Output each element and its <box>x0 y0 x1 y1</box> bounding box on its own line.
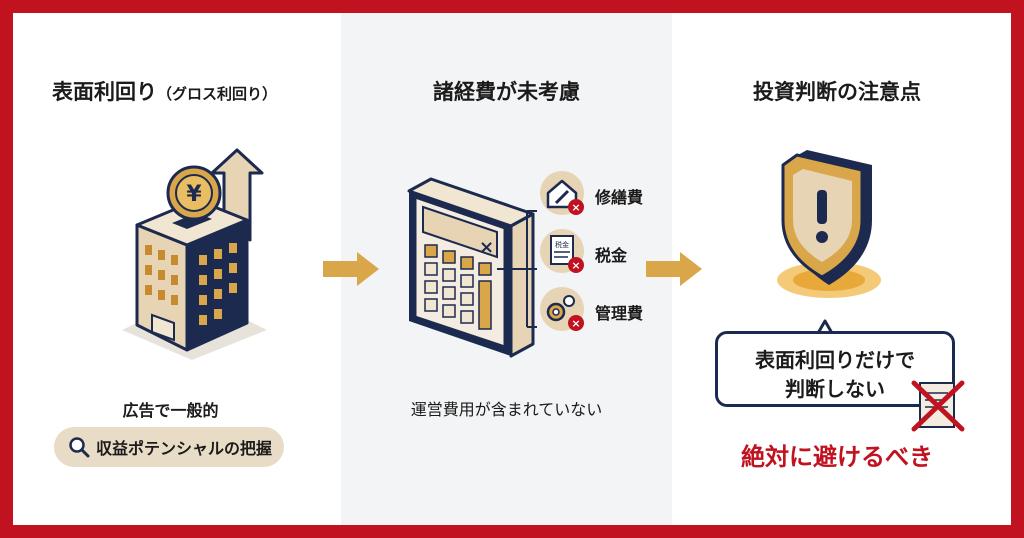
section-expenses-ignored: 諸経費が未考慮 × × 修繕費 <box>341 13 672 525</box>
shield-warning-icon <box>777 150 881 298</box>
caption-operating-costs: 運営費用が含まれていない <box>410 400 603 419</box>
badge-revenue-potential: 収益ポテンシャルの把握 <box>54 427 284 467</box>
svg-text:×: × <box>571 317 580 330</box>
bubble-line-1: 表面利回りだけで <box>755 348 915 372</box>
item-label-tax: 税金 <box>595 246 628 265</box>
item-label-management: 管理費 <box>595 304 644 323</box>
svg-text:×: × <box>571 259 580 272</box>
section-investment-caution: 投資判断の注意点 表面利回りだけで 判断しない 絶対に避けるべき <box>672 13 1011 525</box>
item-label-repair: 修繕費 <box>595 188 644 207</box>
arrow-right-icon <box>323 252 379 286</box>
warning-text: 絶対に避けるべき <box>741 443 933 471</box>
caption-common-in-ads: 広告で一般的 <box>122 401 219 420</box>
bubble-line-2: 判断しない <box>785 377 885 401</box>
calculator-icon: × <box>407 177 535 358</box>
connector-lines <box>497 210 537 328</box>
section-title: 投資判断の注意点 <box>753 80 921 104</box>
svg-text:×: × <box>571 201 580 214</box>
svg-text:×: × <box>479 237 494 258</box>
magnifier-icon <box>69 437 90 458</box>
tax-document-icon: 税金 × <box>540 229 584 273</box>
crossed-document-icon <box>911 380 965 432</box>
gears-icon: × <box>540 287 584 331</box>
speech-bubble: 表面利回りだけで 判断しない <box>715 331 955 407</box>
tax-document-text: 税金 <box>555 240 569 249</box>
house-wrench-icon: × <box>540 171 584 215</box>
section-title: 表面利回り（グロス利回り） <box>52 80 278 104</box>
arrow-right-icon <box>646 252 702 286</box>
svg-text:¥: ¥ <box>186 182 202 207</box>
section-title: 諸経費が未考慮 <box>433 80 580 104</box>
badge-label: 収益ポテンシャルの把握 <box>96 439 273 458</box>
building-with-yen-coin-icon: ¥ <box>122 148 267 360</box>
section-gross-yield: 表面利回り（グロス利回り） ¥ 広告で一般的 <box>0 13 341 525</box>
